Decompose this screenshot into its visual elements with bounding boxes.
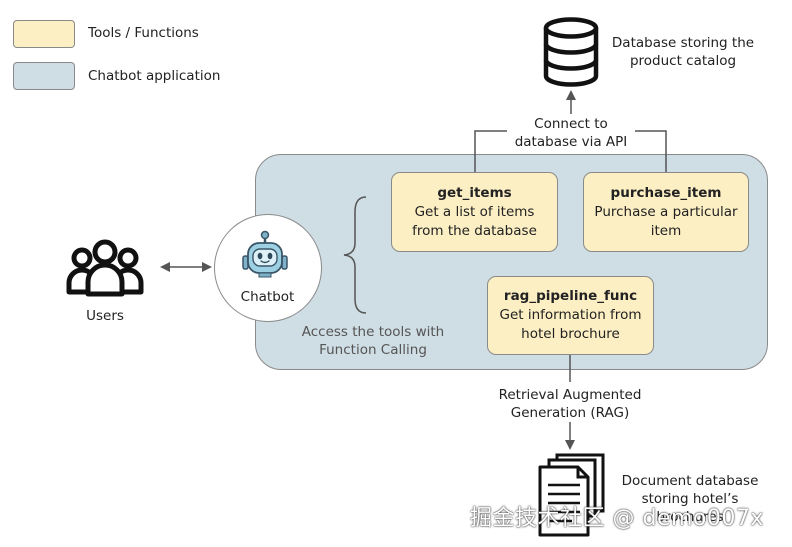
function-calling-line2: Function Calling [319,342,427,358]
rag-caption-line1: Retrieval Augmented [498,387,642,403]
documents-icon [538,453,605,537]
documents-label-line1: Document database [621,473,759,489]
chatbot-label: Chatbot [240,289,295,305]
tool-purchase-item-title: purchase_item [610,184,722,201]
watermark: 掘金技术社区 @ demo007x [470,506,764,531]
tool-purchase-item-line2: item [650,222,682,239]
tool-rag-pipeline: rag_pipeline_func Get information from h… [487,276,654,355]
rag-caption: Retrieval Augmented Generation (RAG) [490,386,650,422]
users-icon [66,239,144,297]
function-calling-caption: Access the tools with Function Calling [298,323,448,359]
tool-purchase-item: purchase_item Purchase a particular item [583,172,749,252]
tool-rag-pipeline-line2: hotel brochure [521,326,620,342]
connect-label: Connect to database via API [507,115,635,151]
documents-label-line2: storing hotel’s [641,491,739,507]
tool-purchase-item-line1: Purchase a particular [594,203,738,220]
legend-chatbot-label: Chatbot application [88,68,221,84]
users-label: Users [86,308,124,324]
tool-get-items-line1: Get a list of items [414,203,535,220]
database-label-line1: Database storing the [611,35,755,51]
tools-brace [343,196,367,314]
connect-label-line2: database via API [514,134,628,150]
tool-rag-pipeline-line1: Get information from [499,307,642,323]
connect-label-line1: Connect to [534,116,608,132]
legend-chatbot-swatch [13,62,75,90]
documents-label-line3: brochures [656,509,724,525]
tool-rag-pipeline-title: rag_pipeline_func [503,288,638,304]
database-label-line2: product catalog [629,53,737,69]
db-connector-line [474,130,667,172]
legend-tools-label: Tools / Functions [88,25,199,41]
tool-get-items-title: get_items [437,184,512,201]
rag-caption-line2: Generation (RAG) [510,405,630,421]
chatbot-node: Chatbot [214,214,322,322]
documents-label: Document database storing hotel’s brochu… [615,472,765,526]
function-calling-line1: Access the tools with [301,324,445,340]
legend-tools-swatch [13,20,75,48]
database-label: Database storing the product catalog [610,34,756,70]
robot-icon [241,230,288,277]
tool-get-items: get_items Get a list of items from the d… [391,172,558,252]
database-icon [543,17,599,87]
tool-get-items-line2: from the database [412,222,537,239]
